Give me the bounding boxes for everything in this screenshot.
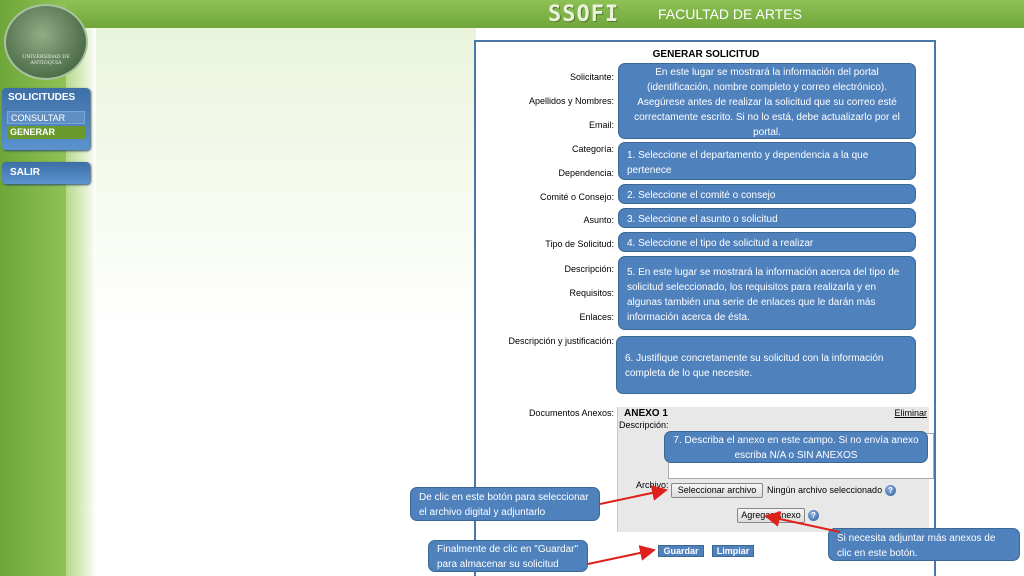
select-file-button[interactable]: Seleccionar archivo: [671, 483, 763, 498]
label-documentos: Documentos Anexos:: [528, 408, 614, 418]
label-tipo: Tipo de Solicitud:: [545, 239, 614, 249]
top-header-bar: [0, 0, 1024, 28]
menu-item-salir[interactable]: SALIR: [2, 162, 90, 184]
anexo-description-label: Descripción:: [619, 420, 669, 430]
clear-button[interactable]: Limpiar: [712, 545, 754, 557]
label-solicitante: Solicitante:: [569, 72, 614, 82]
logo-text: UNIVERSIDAD DE ANTIOQUIA: [22, 54, 70, 66]
callout-file-hint: De clic en este botón para seleccionar e…: [410, 487, 600, 521]
add-anexo-button[interactable]: Agregar Anexo: [737, 508, 805, 523]
callout-step4: 4. Seleccione el tipo de solicitud a rea…: [618, 232, 916, 252]
anexo-title: ANEXO 1: [624, 408, 668, 419]
label-enlaces: Enlaces:: [579, 312, 614, 322]
callout-step2: 2. Seleccione el comité o consejo: [618, 184, 916, 204]
callout-add-hint: Si necesita adjuntar más anexos de clic …: [828, 528, 1020, 561]
help-icon[interactable]: ?: [808, 510, 819, 521]
file-status-text: Ningún archivo seleccionado: [767, 485, 883, 495]
menu-item-generar[interactable]: GENERAR: [7, 126, 85, 139]
label-dependencia: Dependencia:: [558, 168, 614, 178]
save-button[interactable]: Guardar: [658, 545, 704, 557]
left-green-column: [0, 0, 66, 576]
app-title: SSOFI: [548, 2, 620, 27]
archivo-label: Archivo:: [636, 480, 669, 490]
salir-label: SALIR: [10, 167, 40, 178]
label-asunto: Asunto:: [583, 215, 614, 225]
label-email: Email:: [588, 120, 614, 130]
label-categoria: Categoría:: [571, 144, 614, 154]
callout-step3: 3. Seleccione el asunto o solicitud: [618, 208, 916, 228]
anexo-delete-link[interactable]: Eliminar: [894, 408, 927, 418]
callout-step6: 6. Justifique concretamente su solicitud…: [616, 336, 916, 394]
anexo-block: ANEXO 1 Eliminar Descripción: Archivo: S…: [617, 407, 934, 532]
label-apellidos: Apellidos y Nombres:: [528, 96, 614, 106]
label-justificacion: Descripción y justificación:: [508, 336, 614, 346]
callout-step7: 7. Describa el anexo en este campo. Si n…: [664, 431, 928, 463]
help-icon[interactable]: ?: [885, 485, 896, 496]
university-logo: UNIVERSIDAD DE ANTIOQUIA: [4, 4, 88, 80]
menu-solicitudes: SOLICITUDES CONSULTAR GENERAR: [2, 88, 90, 150]
callout-step1: 1. Seleccione el departamento y dependen…: [618, 142, 916, 180]
background-band: [96, 28, 476, 328]
callout-save-hint: Finalmente de clic en "Guardar" para alm…: [428, 540, 588, 572]
faculty-name: FACULTAD DE ARTES: [658, 6, 802, 22]
form-title: GENERAR SOLICITUD: [652, 49, 760, 60]
callout-portal-info: En este lugar se mostrará la información…: [618, 63, 916, 139]
menu-item-consultar[interactable]: CONSULTAR: [7, 111, 85, 124]
label-comite: Comité o Consejo:: [539, 192, 614, 202]
callout-step5: 5. En este lugar se mostrará la informac…: [618, 256, 916, 330]
label-descripcion: Descripción:: [564, 264, 614, 274]
menu-section-title: SOLICITUDES: [8, 92, 76, 103]
label-requisitos: Requisitos:: [569, 288, 614, 298]
